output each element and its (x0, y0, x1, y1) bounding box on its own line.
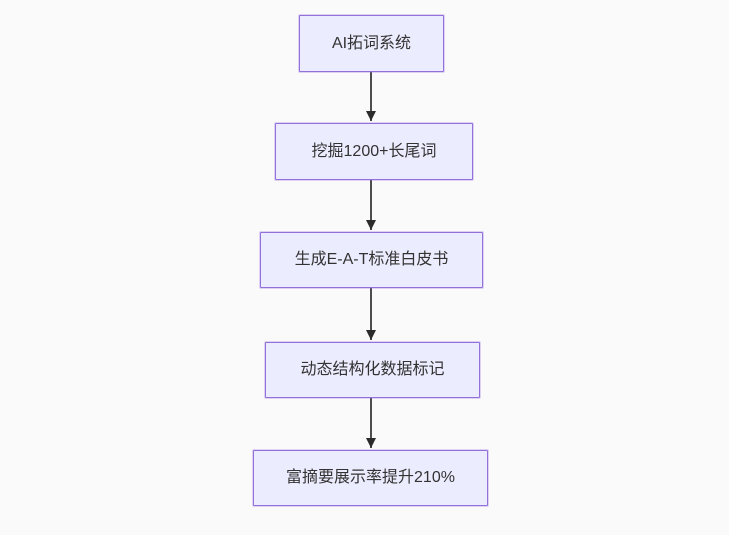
flow-node-label: 挖掘1200+长尾词 (311, 142, 437, 160)
flow-node-label: 动态结构化数据标记 (300, 361, 445, 379)
flow-node-label: 富摘要展示率提升210% (286, 469, 455, 487)
flow-node-eat-whitepaper: 生成E-A-T标准白皮书 (260, 232, 483, 288)
flow-node-label: AI拓词系统 (331, 34, 412, 52)
flow-node-rich-snippet-uplift: 富摘要展示率提升210% (253, 450, 488, 506)
flow-node-label: 生成E-A-T标准白皮书 (294, 251, 449, 269)
flow-node-structured-data-markup: 动态结构化数据标记 (265, 342, 480, 398)
flow-node-ai-keyword-system: AI拓词系统 (299, 15, 444, 72)
flow-node-longtail-mining: 挖掘1200+长尾词 (275, 123, 473, 180)
